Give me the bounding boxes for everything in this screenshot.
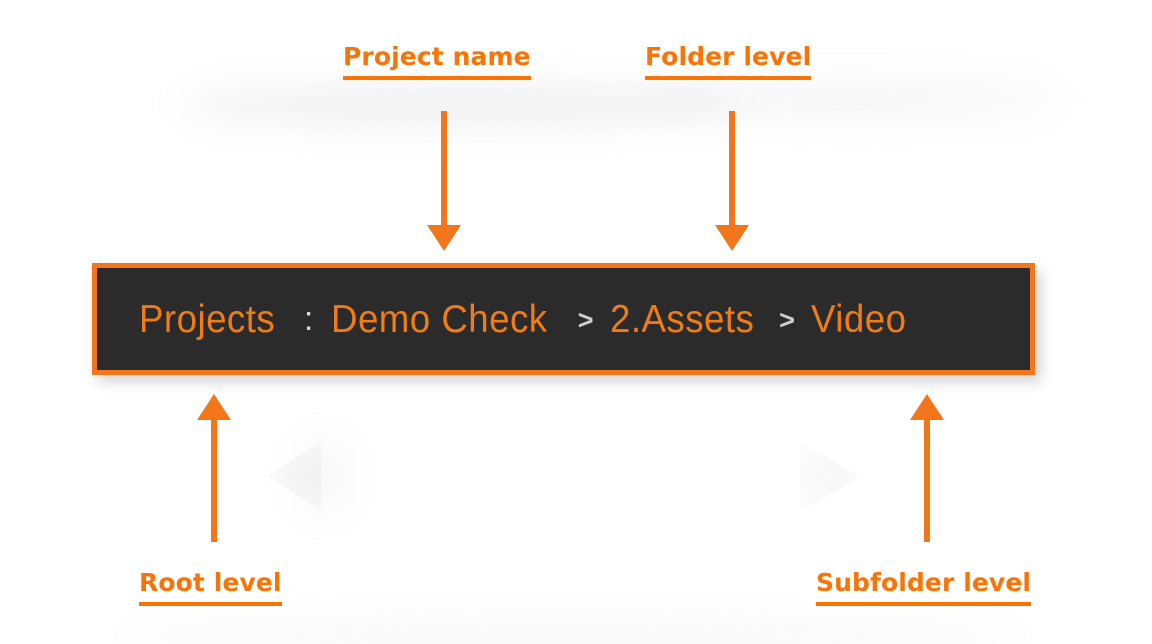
breadcrumb-item-root[interactable]: Projects: [139, 297, 276, 341]
breadcrumb-item-folder[interactable]: 2.Assets: [609, 297, 754, 341]
background-smudge: [300, 442, 346, 510]
background-smudge: [268, 440, 322, 512]
arrow-head-up-icon: [910, 394, 944, 420]
chevron-right-icon: >: [577, 304, 594, 335]
arrow-shaft: [924, 416, 930, 542]
background-smudge: [800, 442, 860, 512]
background-smudge: [640, 84, 1060, 114]
arrow-head-up-icon: [197, 394, 231, 420]
breadcrumb-bar: Projects : Demo Check > 2.Assets > Video: [92, 263, 1035, 375]
arrow-shaft: [729, 111, 735, 229]
breadcrumb-item-project[interactable]: Demo Check: [331, 297, 548, 341]
breadcrumb-item-subfolder[interactable]: Video: [810, 297, 907, 341]
arrow-head-down-icon: [715, 225, 749, 251]
annotation-label-folder-level: Folder level: [645, 44, 812, 80]
chevron-right-icon: >: [779, 304, 795, 335]
annotation-arrow-root-level: [197, 394, 231, 542]
arrow-shaft: [211, 416, 217, 542]
annotation-label-project-name: Project name: [343, 44, 531, 80]
breadcrumb-colon-separator: :: [303, 299, 314, 338]
annotation-arrow-project-name: [427, 111, 461, 251]
breadcrumb: Projects : Demo Check > 2.Assets > Video: [97, 300, 912, 339]
annotation-label-subfolder-level: Subfolder level: [816, 570, 1032, 606]
annotation-label-root-level: Root level: [139, 570, 282, 606]
annotation-arrow-subfolder-level: [910, 394, 944, 542]
annotation-arrow-folder-level: [715, 111, 749, 251]
arrow-shaft: [441, 111, 447, 229]
background-smudge: [120, 624, 1020, 644]
arrow-head-down-icon: [427, 225, 461, 251]
